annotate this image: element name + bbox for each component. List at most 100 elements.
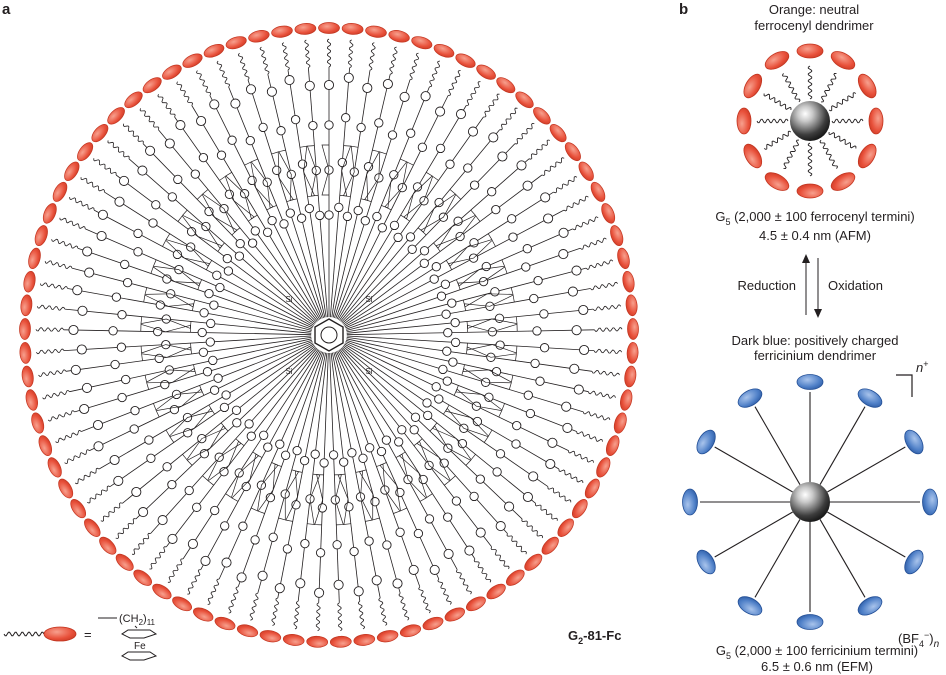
ferrocenyl-terminus [58, 478, 74, 499]
phenylene-ring [219, 402, 230, 413]
branch-bond [71, 267, 312, 331]
dendrimer-branch [107, 140, 316, 324]
alkyl-chain [413, 440, 451, 486]
counterion-label: (BF4−)n [898, 630, 940, 650]
phenylene-ring [300, 538, 310, 549]
phenylene-ring [324, 120, 334, 130]
blue-terminus [796, 614, 824, 630]
dendrimer-branch [345, 216, 599, 329]
alkyl-chain [466, 346, 517, 361]
blue-terminus [904, 429, 924, 455]
dendrimer-branch [237, 52, 324, 319]
wavy-linker [490, 546, 510, 570]
ferrocenyl-terminus [203, 43, 225, 58]
phenylene-ring [116, 342, 127, 352]
dendrimer-branch [314, 352, 329, 632]
phenylene-ring [528, 471, 539, 482]
ferrocenyl-terminus [626, 342, 639, 364]
ferrocenyl-terminus [236, 624, 259, 638]
phenylene-ring [533, 275, 543, 286]
branch-bond [85, 228, 313, 329]
ferrocenyl-terminus [193, 607, 214, 622]
wavy-linker [448, 70, 461, 96]
phenylene-ring [431, 382, 441, 392]
charged-straight-arms [700, 392, 920, 612]
blue-terminus [737, 388, 763, 408]
phenylene-ring [93, 441, 104, 452]
phenylene-ring [68, 324, 79, 336]
phenylene-ring [137, 165, 148, 176]
neutral-wavy-arms [756, 65, 864, 177]
orange-terminus [764, 51, 790, 70]
wavy-linker [157, 94, 176, 118]
phenylene-ring [399, 91, 410, 102]
ferrocenyl-terminus [142, 77, 162, 94]
ferrocene-top-ring [121, 629, 158, 639]
branch-bond [247, 79, 324, 319]
wavy-linker [528, 139, 550, 160]
ferrocenyl-terminus [84, 518, 101, 537]
dendrimer-branch [44, 260, 312, 331]
phenylene-ring [332, 540, 342, 550]
alkyl-chain [307, 473, 321, 525]
phenylene-ring [209, 99, 220, 110]
branch-bond [182, 349, 320, 560]
neutral-orange-termini [736, 43, 884, 199]
ferrocenyl-terminus [444, 607, 465, 622]
phenylene-ring [295, 578, 306, 589]
dendrimer-branch [100, 345, 316, 522]
wavy-arm [819, 139, 839, 169]
dendrimer-branch [35, 323, 312, 338]
dendrimer-branch [55, 341, 313, 444]
dendrimer-branch [139, 108, 318, 322]
alkyl-chain [140, 316, 192, 329]
phenylene-ring [92, 419, 104, 431]
phenylene-ring [512, 420, 522, 431]
alkyl-chain [467, 323, 518, 333]
wavy-linker [122, 123, 144, 144]
branch-bond [346, 338, 589, 393]
phenylene-ring [109, 454, 120, 466]
phenylene-ring [511, 439, 521, 449]
legend-methylene-chain: (CH2)11 [119, 613, 156, 627]
phenylene-ring [304, 80, 315, 91]
branch-bond [63, 335, 312, 351]
ferrocenyl-terminus [182, 53, 203, 68]
ferrocenyl-terminus [433, 43, 455, 58]
silicon-atom-label: Si [285, 367, 292, 376]
branch-bond [63, 329, 312, 336]
phenylene-ring [200, 555, 211, 566]
branch-bond [89, 342, 314, 451]
branch-bond [341, 143, 516, 323]
orange-terminus [743, 143, 763, 169]
wavy-linker [582, 411, 611, 421]
alkyl-chain [306, 145, 319, 197]
phenylene-ring [118, 175, 130, 186]
phenylene-ring [443, 512, 453, 522]
ferrocenyl-terminus [557, 518, 574, 537]
wavy-arm [820, 72, 837, 103]
straight-arm [827, 511, 906, 558]
wavy-linker [44, 260, 73, 269]
phenylene-ring [212, 270, 222, 280]
dendrimer-branch [343, 157, 565, 325]
phenylene-ring [81, 382, 93, 393]
alkyl-chain [435, 215, 481, 252]
wavy-arm [828, 131, 857, 149]
branch-bond [115, 174, 315, 325]
ferrocenyl-terminus [601, 203, 616, 224]
wavy-linker [149, 546, 167, 570]
phenylene-ring [259, 430, 269, 440]
phenylene-ring [529, 293, 539, 304]
dendrimer-branch [346, 335, 623, 356]
phenylene-ring [516, 160, 527, 171]
phenylene-ring [521, 262, 531, 272]
phenylene-ring [328, 450, 339, 460]
silicon-atom-label: Si [285, 295, 292, 304]
phenylene-ring [145, 145, 156, 156]
orange-terminus [796, 183, 824, 199]
ferrocenyl-terminus [353, 633, 376, 646]
wavy-linker [535, 503, 558, 521]
dendrimer-branch [281, 42, 327, 318]
